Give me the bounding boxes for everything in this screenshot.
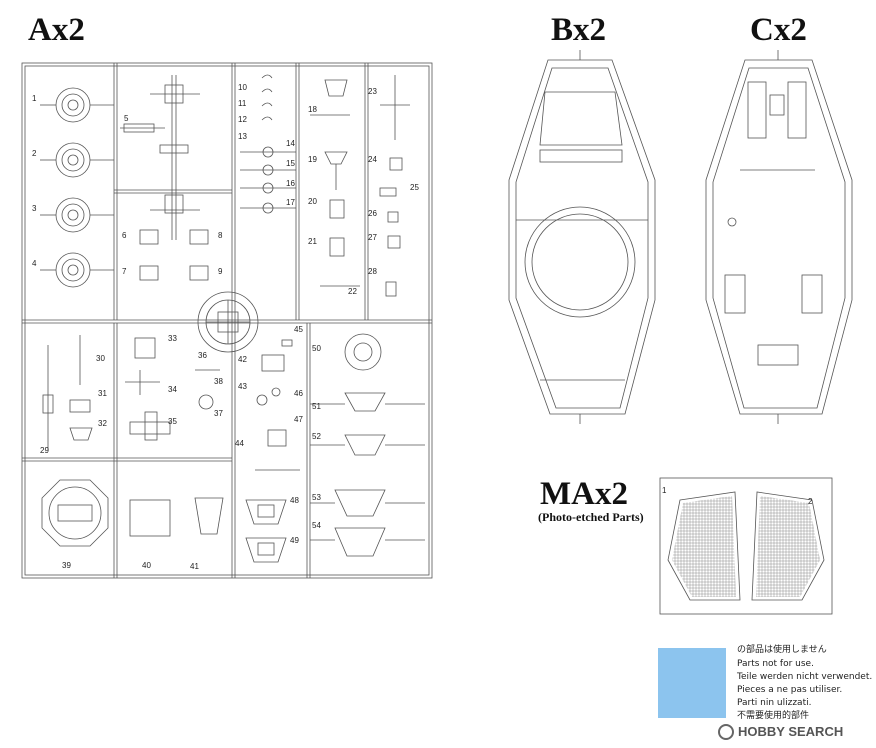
photo-etched-number-2: 2 — [808, 497, 813, 506]
sprue-b-hull — [508, 50, 656, 424]
small-parts-18-28 — [310, 75, 410, 297]
part-number-43: 43 — [238, 382, 247, 391]
part-number-49: 49 — [290, 536, 299, 545]
legend-line-ja: の部品は使用しません — [737, 645, 827, 655]
part-number-26: 26 — [368, 209, 377, 218]
part-number-4: 4 — [32, 259, 37, 268]
part-number-53: 53 — [312, 493, 321, 502]
part-number-27: 27 — [368, 233, 377, 242]
part-number-11: 11 — [238, 99, 247, 108]
watermark-text: HOBBY SEARCH — [738, 724, 844, 739]
part-number-28: 28 — [368, 267, 377, 276]
sprue-a-frame — [21, 62, 433, 579]
small-parts-42-49 — [245, 339, 300, 563]
watermark-logo-icon — [718, 724, 734, 740]
part-number-37: 37 — [214, 409, 223, 418]
legend-line-en: Parts not for use. — [737, 659, 814, 669]
part-number-48: 48 — [290, 496, 299, 505]
not-for-use-swatch — [658, 648, 726, 718]
legend-line-fr: Pieces a ne pas utiliser. — [737, 685, 843, 695]
center-hub — [197, 291, 259, 353]
part-number-5: 5 — [124, 114, 129, 123]
legend-line-zh: 不需要使用的部件 — [737, 711, 810, 721]
part-number-35: 35 — [168, 417, 177, 426]
part-number-36: 36 — [198, 351, 207, 360]
legend-line-de: Teile werden nicht verwendet. — [737, 672, 873, 682]
part-number-18: 18 — [308, 105, 317, 114]
part-number-1: 1 — [32, 94, 37, 103]
part-number-52: 52 — [312, 432, 321, 441]
photo-etched-number-1: 1 — [662, 486, 667, 495]
part-number-24: 24 — [368, 155, 377, 164]
axle-parts — [120, 75, 209, 281]
part-number-19: 19 — [308, 155, 317, 164]
small-parts-39-41 — [41, 479, 224, 547]
part-number-25: 25 — [410, 183, 419, 192]
part-number-34: 34 — [168, 385, 177, 394]
part-number-29: 29 — [40, 446, 49, 455]
part-number-22: 22 — [348, 287, 357, 296]
part-number-14: 14 — [286, 139, 295, 148]
part-number-33: 33 — [168, 334, 177, 343]
small-parts-10-17 — [240, 74, 296, 214]
part-number-51: 51 — [312, 402, 321, 411]
sprue-c-hull — [705, 50, 853, 424]
part-number-42: 42 — [238, 355, 247, 364]
part-number-50: 50 — [312, 344, 321, 353]
photo-etched-label: (Photo-etched Parts) — [538, 510, 644, 524]
part-number-31: 31 — [98, 389, 107, 398]
part-number-38: 38 — [214, 377, 223, 386]
part-number-7: 7 — [122, 267, 127, 276]
part-number-23: 23 — [368, 87, 377, 96]
part-number-9: 9 — [218, 267, 223, 276]
part-number-32: 32 — [98, 419, 107, 428]
part-number-2: 2 — [32, 149, 37, 158]
part-number-46: 46 — [294, 389, 303, 398]
sprue-a-title: Ax2 — [28, 12, 85, 48]
wheel-parts — [40, 87, 114, 288]
part-number-3: 3 — [32, 204, 37, 213]
part-number-21: 21 — [308, 237, 317, 246]
part-number-17: 17 — [286, 198, 295, 207]
part-number-8: 8 — [218, 231, 223, 240]
part-number-47: 47 — [294, 415, 303, 424]
part-number-44: 44 — [235, 439, 244, 448]
part-number-54: 54 — [312, 521, 321, 530]
small-parts-50-54 — [310, 333, 425, 557]
part-number-41: 41 — [190, 562, 199, 571]
part-number-13: 13 — [238, 132, 247, 141]
small-parts-29-38 — [42, 335, 220, 450]
part-number-15: 15 — [286, 159, 295, 168]
sprue-c-title: Cx2 — [750, 12, 807, 48]
part-number-40: 40 — [142, 561, 151, 570]
part-number-10: 10 — [238, 83, 247, 92]
sprue-ma-title: MAx2 — [540, 476, 628, 512]
part-number-16: 16 — [286, 179, 295, 188]
part-number-30: 30 — [96, 354, 105, 363]
part-number-39: 39 — [62, 561, 71, 570]
part-number-12: 12 — [238, 115, 247, 124]
part-number-20: 20 — [308, 197, 317, 206]
photo-etched-sheet — [659, 477, 833, 615]
part-number-6: 6 — [122, 231, 127, 240]
legend-line-it: Parti nin ulizzati. — [737, 698, 812, 708]
part-number-45: 45 — [294, 325, 303, 334]
sprue-b-title: Bx2 — [551, 12, 607, 48]
